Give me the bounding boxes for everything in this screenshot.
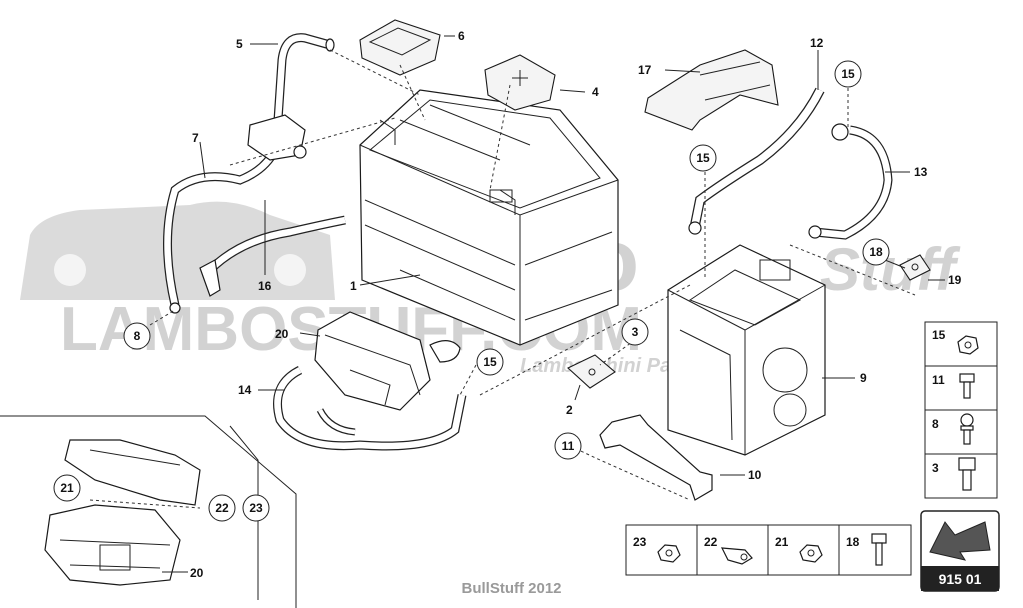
bolt-icon — [871, 533, 887, 544]
leader-lines — [149, 35, 945, 501]
svg-text:21: 21 — [60, 481, 74, 495]
hex-bolt-icon — [958, 457, 976, 471]
flange-bolt-icon — [960, 413, 974, 427]
legend-cell-bolt-18: 18 — [846, 533, 887, 566]
bolt-icon — [959, 373, 975, 383]
label-20b: 20 — [190, 566, 204, 580]
callout-3: 3 — [621, 318, 649, 346]
legend-cell-nut-21: 21 — [775, 535, 823, 563]
legend-cell-nut-23: 23 — [633, 535, 681, 563]
label-19: 19 — [948, 273, 962, 287]
legend-cell-washer-22: 22 — [704, 535, 753, 565]
flange-nut-icon — [657, 544, 681, 563]
svg-text:3: 3 — [632, 325, 639, 339]
legend-cell-bolt-8: 8 — [932, 413, 974, 445]
watermark-car-icon — [20, 201, 335, 300]
label-13: 13 — [914, 165, 928, 179]
label-2: 2 — [566, 403, 573, 417]
cable-12 — [688, 87, 825, 235]
callout-22: 22 — [208, 494, 236, 522]
svg-text:18: 18 — [846, 535, 860, 549]
svg-text:15: 15 — [696, 151, 710, 165]
svg-text:23: 23 — [633, 535, 647, 549]
cable-16 — [199, 215, 346, 297]
cover-17 — [644, 49, 779, 131]
label-5: 5 — [236, 37, 243, 51]
svg-text:15: 15 — [932, 328, 946, 342]
legend-cell-bolt-3: 3 — [932, 457, 976, 491]
label-4: 4 — [592, 85, 599, 99]
fuse-box-20 — [314, 311, 461, 411]
cover-6 — [359, 19, 441, 76]
legend-cell-nut-15: 15 — [932, 328, 979, 355]
label-14: 14 — [238, 383, 252, 397]
callout-23: 23 — [242, 494, 270, 522]
clip-2 — [567, 354, 616, 389]
battery — [359, 89, 619, 346]
fastener-legend-vertical: 15 11 8 3 — [924, 321, 998, 499]
label-1: 1 — [350, 279, 357, 293]
callout-11: 11 — [554, 432, 582, 460]
callout-15c: 15 — [476, 348, 504, 376]
svg-text:23: 23 — [249, 501, 263, 515]
battery-tray-9 — [667, 244, 826, 456]
svg-text:15: 15 — [483, 355, 497, 369]
watermark-logo-script: Stuff — [820, 236, 961, 303]
label-17: 17 — [638, 63, 652, 77]
label-20a: 20 — [275, 327, 289, 341]
vent-hose-5 — [273, 33, 335, 125]
callout-15a: 15 — [834, 60, 862, 88]
callout-15b: 15 — [689, 144, 717, 172]
label-9: 9 — [860, 371, 867, 385]
svg-text:22: 22 — [704, 535, 718, 549]
callout-21: 21 — [53, 474, 81, 502]
svg-text:3: 3 — [932, 461, 939, 475]
callout-8: 8 — [123, 322, 151, 350]
page-badge: 915 01 — [920, 510, 1000, 592]
nut-icon — [957, 335, 979, 355]
direction-arrow-icon — [929, 521, 991, 561]
callout-18: 18 — [862, 238, 890, 266]
terminal-19 — [899, 254, 931, 281]
labels: 1 2 4 5 6 7 9 10 12 13 14 16 17 19 20 — [192, 29, 962, 482]
nut-icon — [799, 544, 823, 563]
svg-text:8: 8 — [134, 329, 141, 343]
cable-14 — [273, 365, 467, 451]
footer-credit: BullStuff 2012 — [461, 580, 562, 597]
label-16: 16 — [258, 279, 272, 293]
cover-4 — [484, 54, 556, 111]
cable-13 — [808, 123, 893, 240]
label-7: 7 — [192, 131, 199, 145]
svg-text:8: 8 — [932, 417, 939, 431]
svg-text:11: 11 — [562, 439, 575, 453]
svg-text:11: 11 — [932, 373, 945, 387]
circled-callouts: 3 8 11 15 15 15 18 — [123, 60, 890, 460]
svg-text:15: 15 — [841, 67, 855, 81]
label-6: 6 — [458, 29, 465, 43]
svg-text:22: 22 — [215, 501, 229, 515]
svg-text:21: 21 — [775, 535, 789, 549]
fastener-legend-horizontal: 23 22 21 18 — [625, 524, 912, 576]
svg-text:18: 18 — [869, 245, 883, 259]
label-10: 10 — [748, 468, 762, 482]
label-12: 12 — [810, 36, 824, 50]
ground-cable-7 — [163, 114, 307, 314]
bracket-10 — [599, 414, 713, 501]
legend-cell-bolt-11: 11 — [932, 373, 975, 399]
page-number: 915 01 — [939, 571, 982, 587]
detail-inset: 20 21 22 23 — [0, 415, 297, 608]
